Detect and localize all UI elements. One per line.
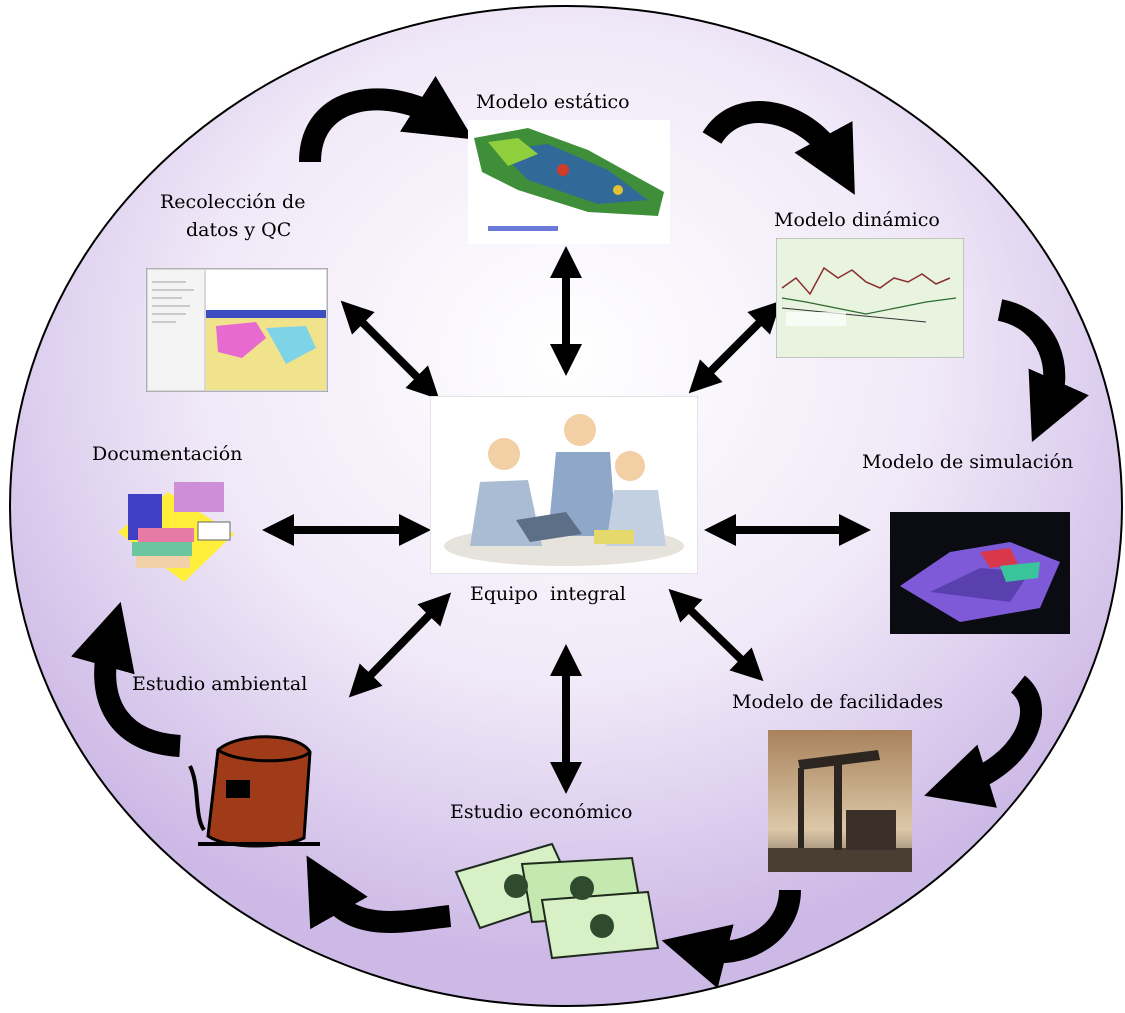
money-bills-icon — [454, 842, 660, 960]
spoke-arrow-top-left — [340, 300, 440, 400]
cycle-arrows — [71, 75, 1089, 989]
label-recoleccion-line2: datos y QC — [186, 219, 292, 241]
label-modelo-dinamico: Modelo dinámico — [774, 209, 940, 231]
cycle-arrow-3 — [997, 299, 1089, 443]
spoke-arrow-top-right — [688, 300, 782, 394]
label-modelo-simulacion: Modelo de simulación — [862, 451, 1074, 473]
label-estudio-ambiental: Estudio ambiental — [132, 673, 308, 695]
label-modelo-facilidades: Modelo de facilidades — [732, 691, 944, 713]
cycle-arrow-2 — [702, 101, 855, 195]
team-meeting-icon — [430, 396, 698, 574]
oil-pumpjack-icon — [768, 730, 912, 872]
dynamic-model-chart-icon — [776, 238, 964, 358]
label-equipo-integral: Equipo integral — [470, 583, 626, 605]
cycle-arrow-6 — [306, 855, 452, 933]
cycle-arrow-7 — [71, 601, 182, 757]
label-modelo-estatico: Modelo estático — [476, 91, 630, 113]
oil-barrel-icon — [188, 735, 320, 848]
static-model-map-icon — [468, 120, 670, 244]
cycle-arrow-5 — [661, 889, 801, 989]
cycle-arrow-1 — [299, 75, 474, 163]
cycle-arrow-4 — [924, 675, 1042, 808]
spoke-arrow-bottom-right — [668, 588, 764, 682]
label-recoleccion-line1: Recolección de — [160, 191, 306, 213]
data-software-screenshot-icon — [146, 268, 328, 392]
label-documentacion: Documentación — [92, 443, 243, 465]
books-icon — [118, 482, 234, 582]
label-estudio-economico: Estudio económico — [450, 801, 633, 823]
simulation-3d-icon — [890, 512, 1070, 634]
spoke-arrow-bottom-left — [348, 592, 452, 698]
spoke-arrows — [262, 246, 871, 794]
